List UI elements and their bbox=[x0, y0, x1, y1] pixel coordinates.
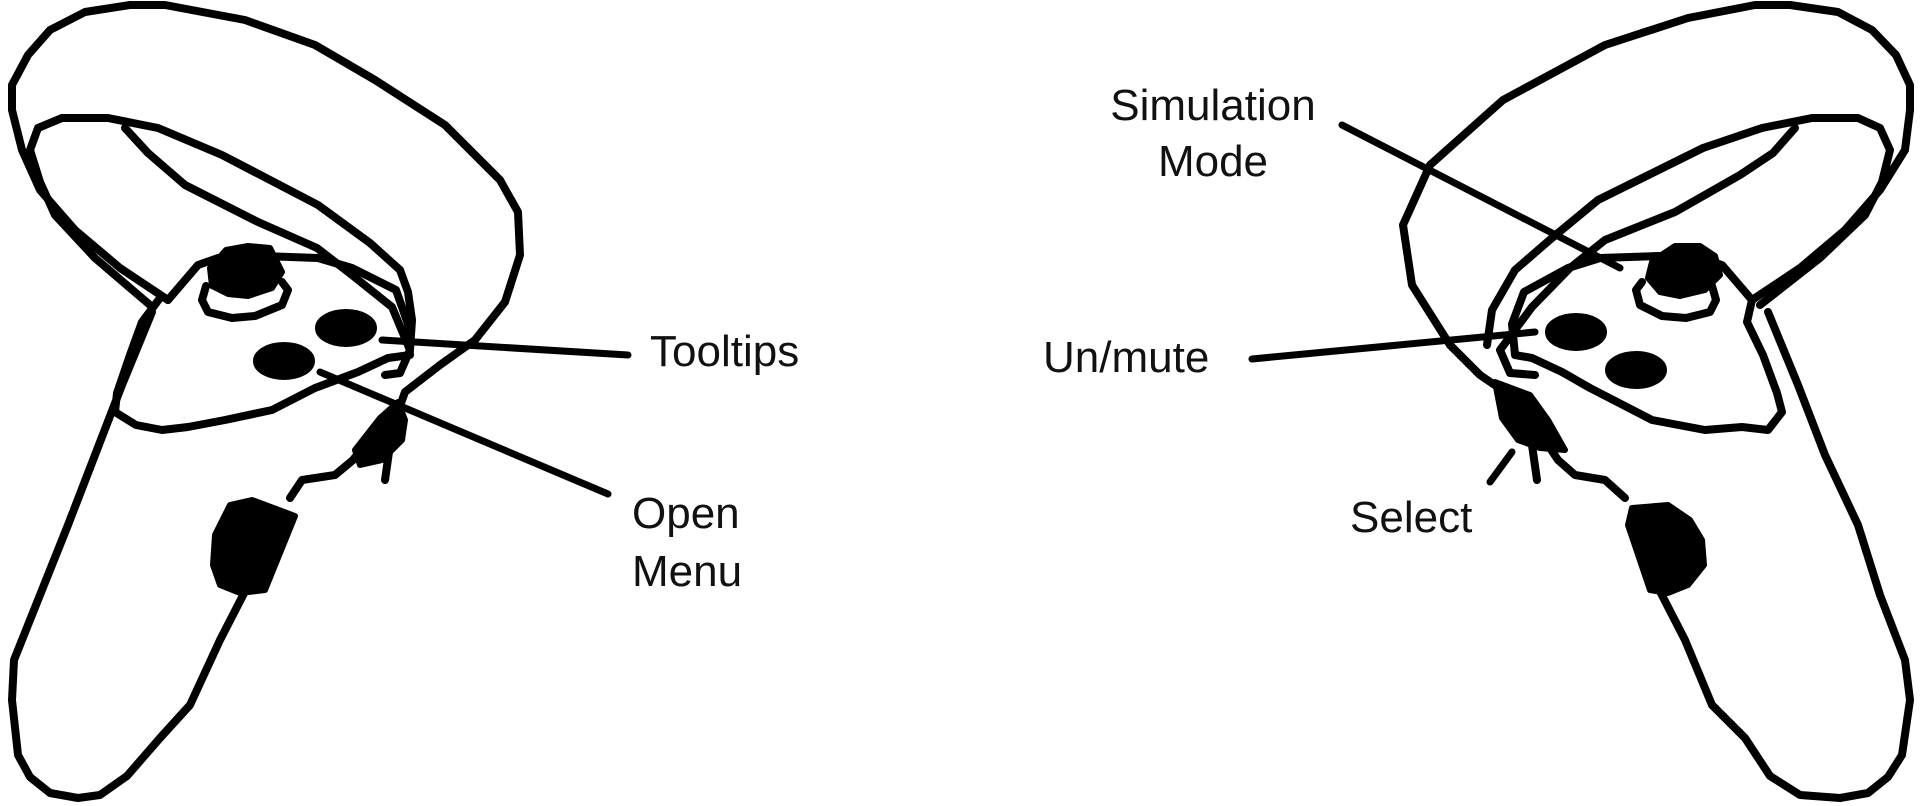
label-open-menu-line1: Open bbox=[632, 489, 740, 538]
left-controller bbox=[8, 1, 524, 802]
right-inner-ring bbox=[1483, 114, 1894, 349]
right-button-unmute[interactable] bbox=[1545, 313, 1607, 351]
left-trigger[interactable] bbox=[352, 399, 408, 468]
label-tooltips: Tooltips bbox=[650, 327, 800, 376]
right-grip-button[interactable] bbox=[1625, 502, 1707, 596]
label-select: Select bbox=[1350, 493, 1473, 542]
label-simulation-mode-line1: Simulation bbox=[1110, 81, 1316, 130]
leader-line-simulation-mode bbox=[1338, 121, 1624, 272]
right-face-plate-outline bbox=[1508, 252, 1786, 434]
left-tracking-ring bbox=[8, 1, 524, 484]
right-controller bbox=[1399, 1, 1914, 802]
label-open-menu-line2: Menu bbox=[632, 547, 743, 596]
leader-line-open-menu bbox=[316, 368, 612, 498]
right-button-b[interactable] bbox=[1605, 351, 1667, 389]
left-thumbstick bbox=[198, 278, 292, 322]
label-unmute: Un/mute bbox=[1043, 333, 1210, 382]
label-simulation-mode-line2: Mode bbox=[1157, 137, 1269, 186]
left-grip-button[interactable] bbox=[210, 497, 298, 596]
right-thumbstick-cap bbox=[1645, 243, 1723, 299]
left-button-menu[interactable] bbox=[253, 342, 315, 380]
right-tracking-ring bbox=[1399, 1, 1914, 484]
left-button-tooltips[interactable] bbox=[315, 309, 377, 347]
right-handle bbox=[1643, 308, 1914, 802]
left-thumbstick-cap bbox=[207, 243, 285, 299]
right-thumbstick bbox=[1632, 278, 1720, 322]
leader-line-tooltips bbox=[378, 336, 632, 359]
leader-line-select bbox=[1486, 448, 1516, 486]
left-inner-ring bbox=[26, 114, 416, 354]
right-trigger[interactable] bbox=[1492, 379, 1568, 453]
leader-line-unmute bbox=[1248, 328, 1539, 363]
left-handle bbox=[8, 308, 266, 802]
